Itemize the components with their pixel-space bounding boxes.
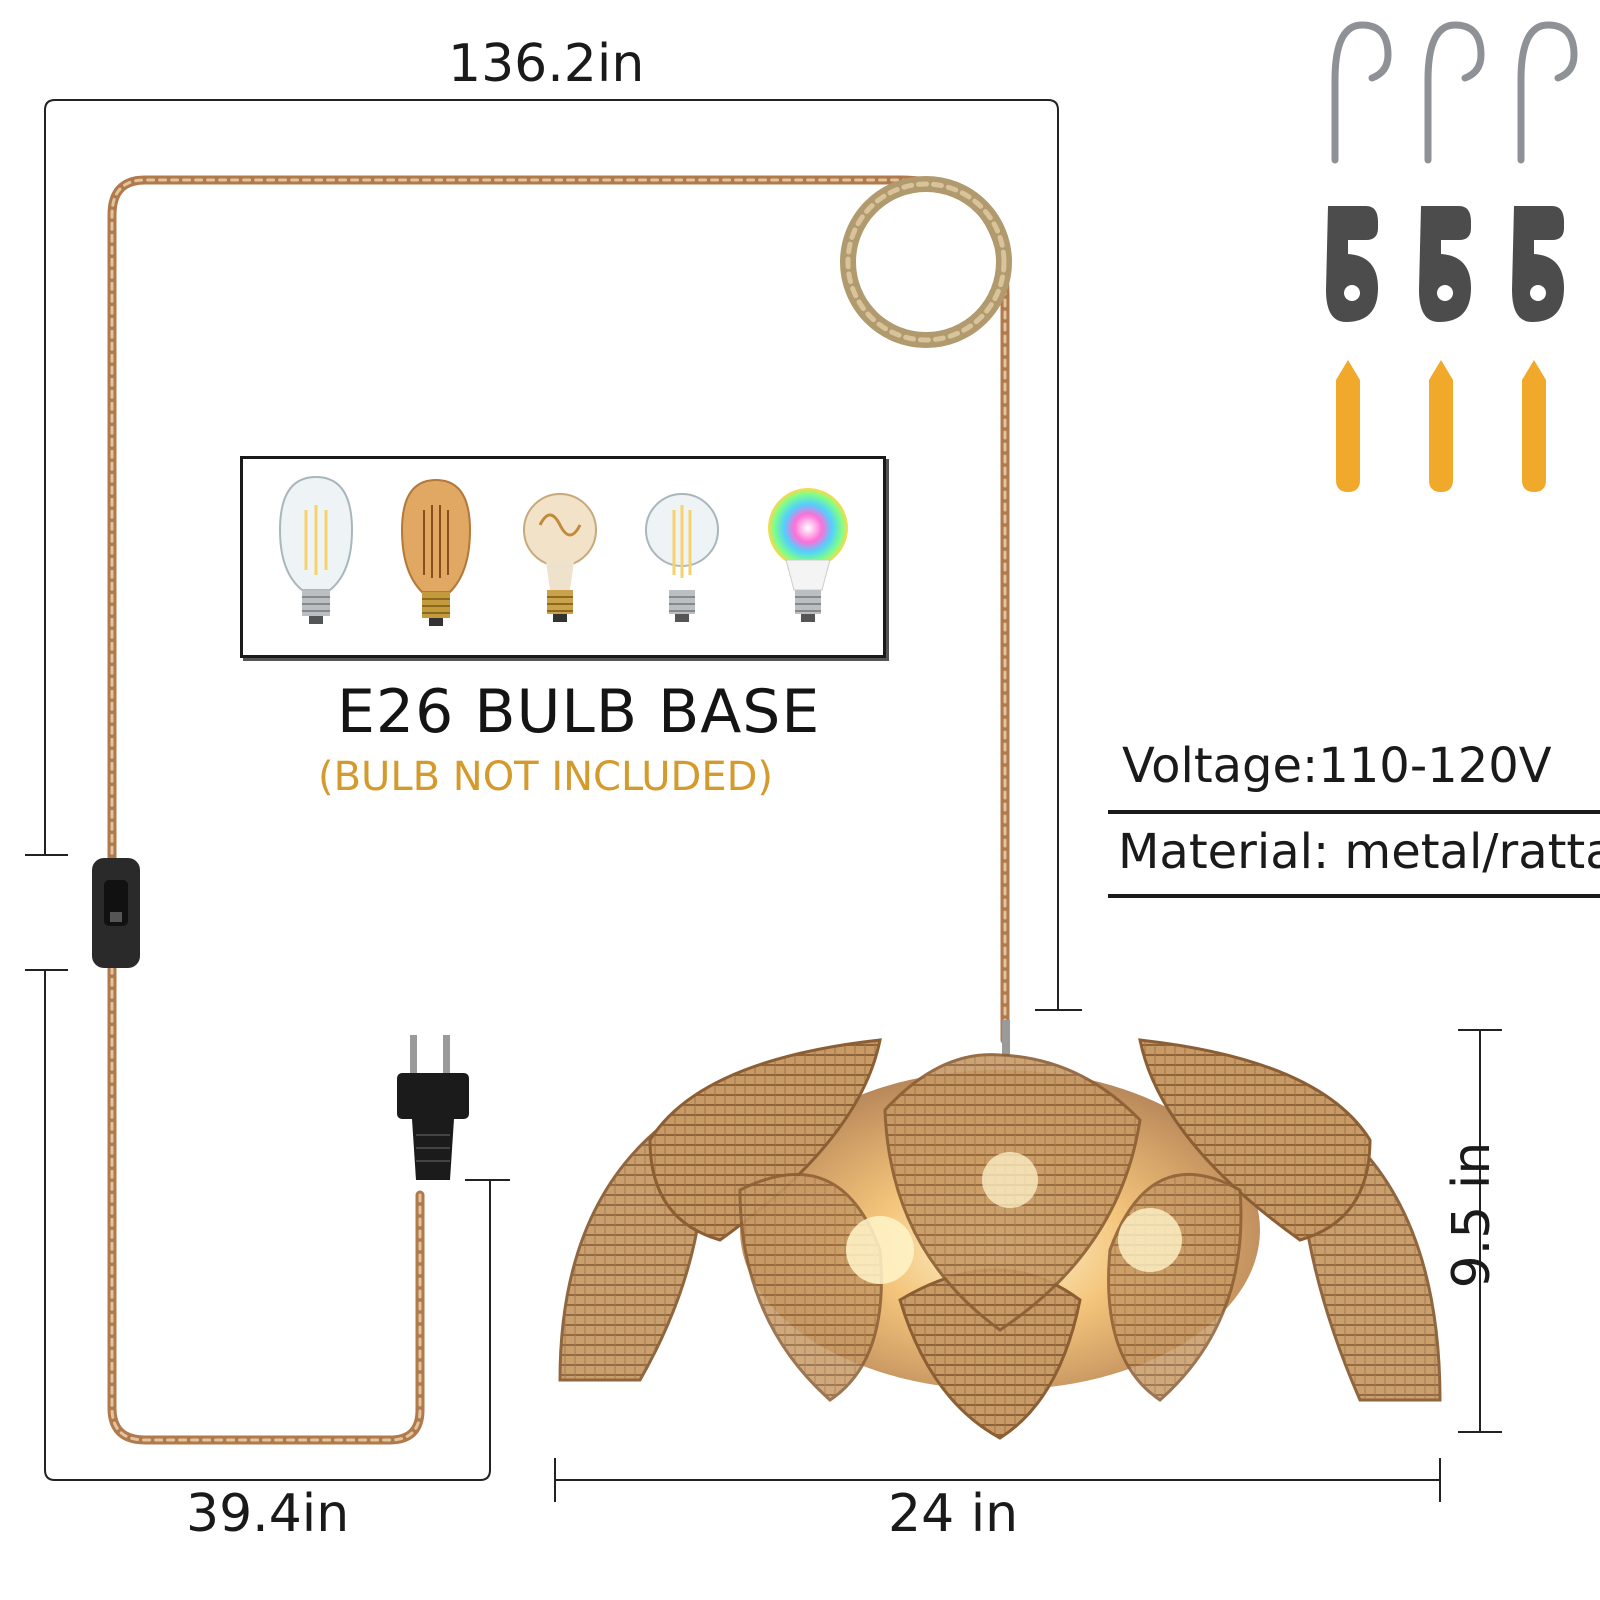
mounting-plate-icon: [1326, 206, 1564, 322]
bulb-row: [278, 475, 848, 626]
shade-height-label: 9.5 in: [1442, 1141, 1502, 1289]
cord-length-label: 136.2in: [448, 34, 645, 94]
st64-filament-bulb-icon: [278, 475, 354, 624]
plug-cord-length-label: 39.4in: [186, 1484, 350, 1544]
material-spec: Material: metal/rattan: [1118, 824, 1600, 880]
a19-spiral-bulb-icon: [523, 493, 597, 622]
inline-switch-icon: [92, 858, 140, 968]
bulb-base-title: E26 BULB BASE: [337, 677, 821, 747]
spec-divider: [1108, 894, 1600, 898]
dimension-lines: [25, 99, 1502, 1502]
amber-edison-bulb-icon: [400, 478, 472, 626]
bulb-not-included-note: (BULB NOT INCLUDED): [318, 754, 774, 800]
a19-filament-bulb-icon: [645, 493, 719, 622]
ceiling-hook-icon: [1331, 21, 1578, 164]
rope-cord: [107, 175, 1012, 1445]
wall-anchor-icon: [1336, 360, 1546, 492]
shade-width-label: 24 in: [888, 1484, 1019, 1544]
rattan-pendant-shade: [558, 1020, 1442, 1440]
bulb-options-panel: [240, 456, 886, 658]
spec-divider: [1108, 810, 1600, 814]
rgb-smart-bulb-icon: [768, 488, 848, 622]
voltage-spec: Voltage:110-120V: [1122, 738, 1552, 794]
hardware-kit: [1326, 21, 1578, 492]
plug-icon: [397, 1035, 469, 1180]
